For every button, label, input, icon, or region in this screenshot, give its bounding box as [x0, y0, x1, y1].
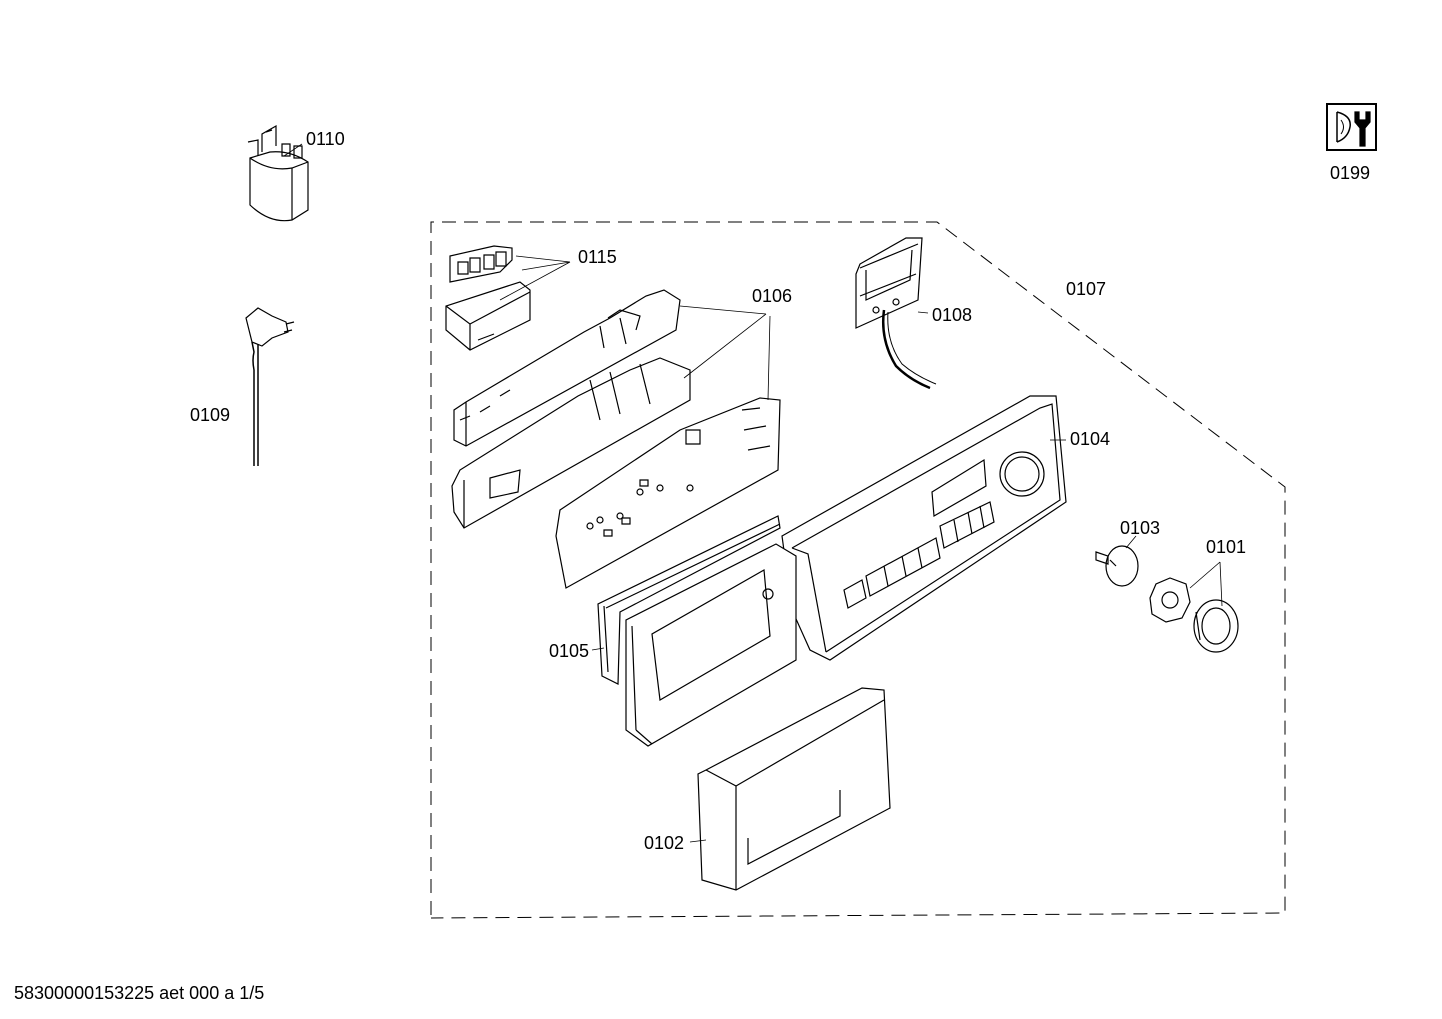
part-0103-drawing	[1096, 546, 1138, 586]
leader-lines	[284, 144, 1136, 842]
part-label-0104: 0104	[1070, 429, 1111, 449]
part-label-0115: 0115	[578, 247, 617, 267]
part-0115-drawing	[446, 246, 570, 350]
part-0105-drawing	[598, 516, 796, 746]
part-0108-drawing	[856, 238, 936, 388]
part-label-0110: 0110	[306, 129, 345, 149]
part-label-0106: 0106	[752, 286, 793, 306]
part-0101-drawing	[1150, 562, 1238, 652]
part-label-0105: 0105	[549, 641, 590, 661]
part-label-0107: 0107	[1066, 279, 1107, 299]
part-label-0102: 0102	[644, 833, 685, 853]
part-0110-drawing	[248, 126, 308, 221]
service-wrench-icon	[1327, 104, 1376, 150]
part-0104-drawing	[782, 396, 1066, 660]
document-id-footer: 58300000153225 aet 000 a 1/5	[14, 983, 265, 1003]
part-0102-drawing	[698, 688, 890, 890]
part-label-0109: 0109	[190, 405, 231, 425]
part-label-0199: 0199	[1330, 163, 1371, 183]
part-label-0101: 0101	[1206, 537, 1247, 557]
part-label-0108: 0108	[932, 305, 973, 325]
part-0109-drawing	[246, 308, 294, 466]
assembly-boundary-dashed	[431, 222, 1285, 918]
part-label-0103: 0103	[1120, 518, 1161, 538]
part-0106-drawing	[452, 290, 780, 588]
